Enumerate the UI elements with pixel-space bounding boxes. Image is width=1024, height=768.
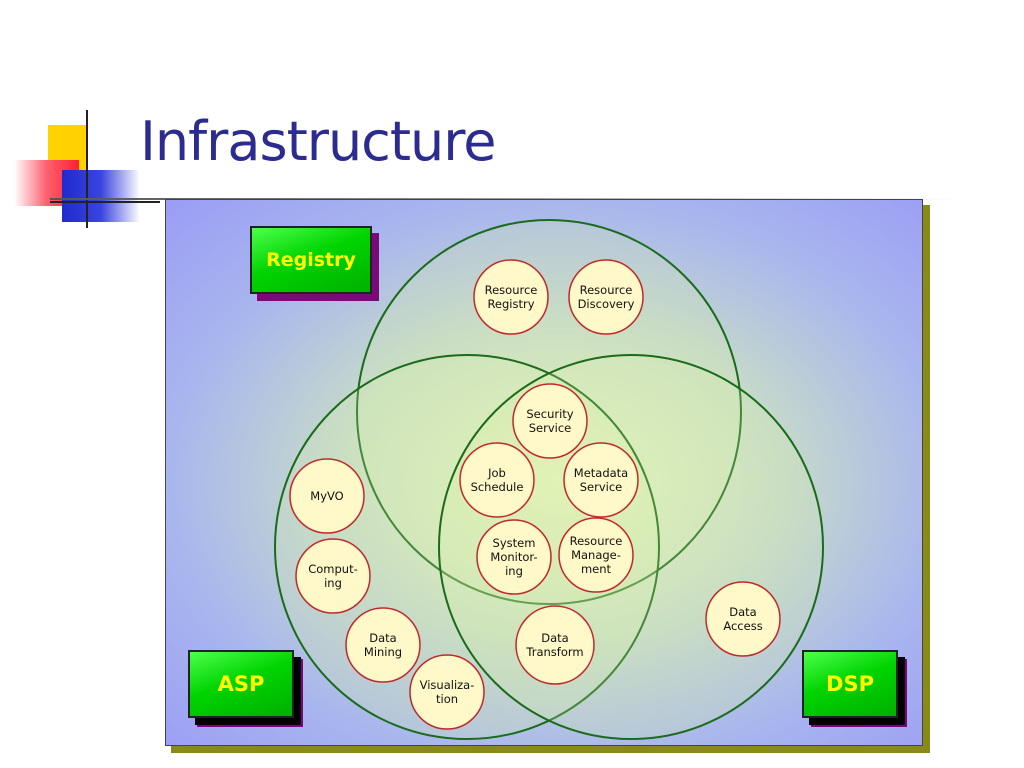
node-computing: Comput-ing [295,538,371,614]
node-label-metadata-service: Service [580,480,623,494]
title-decoration-vline [86,110,88,228]
node-label-job-schedule: Job [487,466,506,480]
node-label-resource-management: Resource [570,534,623,548]
node-circle-computing [295,538,371,614]
node-circle-data-mining [345,607,421,683]
registry-badge: Registry [250,226,372,294]
node-label-security-service: Security [526,407,573,421]
asp-badge-label: ASP [217,672,265,696]
node-circle-resource-discovery [568,259,644,335]
venn-nodes: ResourceRegistryResourceDiscoverySecurit… [289,259,781,730]
node-label-myvo: MyVO [310,489,343,503]
node-circle-resource-management [558,517,634,593]
page-title: Infrastructure [140,110,497,173]
node-label-resource-registry: Registry [487,297,534,311]
node-label-data-access: Data [729,605,756,619]
asp-badge: ASP [188,650,294,718]
node-circle-data-transform [515,605,595,685]
dsp-badge: DSP [802,650,898,718]
node-label-data-mining: Mining [364,645,402,659]
node-label-visualization: tion [436,692,458,706]
node-label-resource-discovery: Discovery [578,297,635,311]
node-label-data-transform: Data [541,631,568,645]
node-circle-system-monitoring [476,519,552,595]
node-circle-resource-registry [473,259,549,335]
node-circle-data-access [705,581,781,657]
title-decoration-hline [50,201,160,203]
node-visualization: Visualiza-tion [409,654,485,730]
node-label-metadata-service: Metadata [574,466,628,480]
node-label-system-monitoring: System [493,536,536,550]
node-circle-visualization [409,654,485,730]
node-label-system-monitoring: Monitor- [490,550,537,564]
node-label-job-schedule: Schedule [471,480,524,494]
node-circle-job-schedule [459,442,535,518]
node-label-computing: Comput- [308,562,358,576]
node-label-data-mining: Data [369,631,396,645]
node-circle-security-service [512,383,588,459]
node-label-resource-management: ment [581,562,612,576]
node-label-resource-discovery: Resource [580,283,633,297]
node-label-data-transform: Transform [525,645,583,659]
node-label-resource-management: Manage- [571,548,621,562]
dsp-badge-label: DSP [826,672,874,696]
node-label-security-service: Service [529,421,572,435]
node-label-visualization: Visualiza- [420,678,475,692]
node-label-system-monitoring: ing [505,564,523,578]
title-decoration-blue [62,170,140,222]
node-myvo: MyVO [289,458,365,534]
node-circle-metadata-service [563,442,639,518]
node-label-resource-registry: Resource [485,283,538,297]
registry-badge-label: Registry [266,249,356,271]
node-label-computing: ing [324,576,342,590]
node-circle-myvo [289,458,365,534]
node-label-data-access: Access [723,619,762,633]
